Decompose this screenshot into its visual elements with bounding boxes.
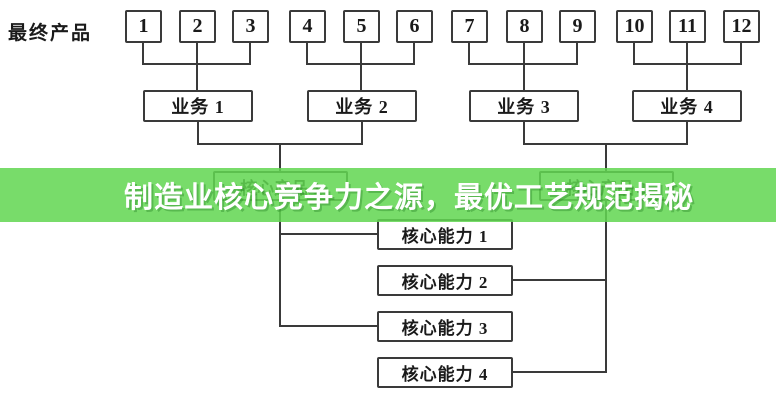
connector-line [360,63,362,90]
connector-line [740,43,742,63]
final-product-box-10: 10 [616,10,653,43]
connector-line [279,201,281,327]
final-product-box-9: 9 [559,10,596,43]
final-product-box-6: 6 [396,10,433,43]
connector-line [605,201,607,373]
business-box-3: 业务 3 [469,90,579,122]
connector-line [523,122,525,143]
connector-line [686,43,688,63]
final-product-box-2: 2 [179,10,216,43]
headline-text: 制造业核心竞争力之源，最优工艺规范揭秘 [123,182,694,214]
final-product-box-8: 8 [506,10,543,43]
final-product-box-11: 11 [669,10,706,43]
connector-line [468,43,470,63]
connector-line [513,371,607,373]
connector-line [513,279,607,281]
final-product-box-7: 7 [451,10,488,43]
connector-line [249,43,251,63]
core-competence-box-4: 核心能力 4 [377,357,513,388]
connector-line [576,43,578,63]
connector-line [196,43,198,63]
final-product-box-5: 5 [343,10,380,43]
core-competence-box-2: 核心能力 2 [377,265,513,296]
connector-line [686,122,688,143]
business-box-4: 业务 4 [632,90,742,122]
core-competence-box-1: 核心能力 1 [377,219,513,250]
connector-line [523,43,525,63]
connector-line [197,122,199,143]
connector-line [413,43,415,63]
final-product-box-12: 12 [723,10,760,43]
connector-line [686,63,688,90]
final-products-label: 最终产品 [8,23,93,44]
connector-line [279,325,377,327]
connector-line [196,63,198,90]
connector-line [523,63,525,90]
final-product-box-3: 3 [232,10,269,43]
business-box-2: 业务 2 [307,90,417,122]
connector-line [361,122,363,143]
final-product-box-1: 1 [125,10,162,43]
connector-line [279,143,281,171]
connector-line [633,43,635,63]
core-competence-box-3: 核心能力 3 [377,311,513,342]
headline-banner: 制造业核心竞争力之源，最优工艺规范揭秘 [0,168,776,222]
connector-line [279,233,377,235]
connector-line [306,43,308,63]
business-box-1: 业务 1 [143,90,253,122]
final-product-box-4: 4 [289,10,326,43]
connector-line [360,43,362,63]
connector-line [142,43,144,63]
connector-line [605,143,607,171]
